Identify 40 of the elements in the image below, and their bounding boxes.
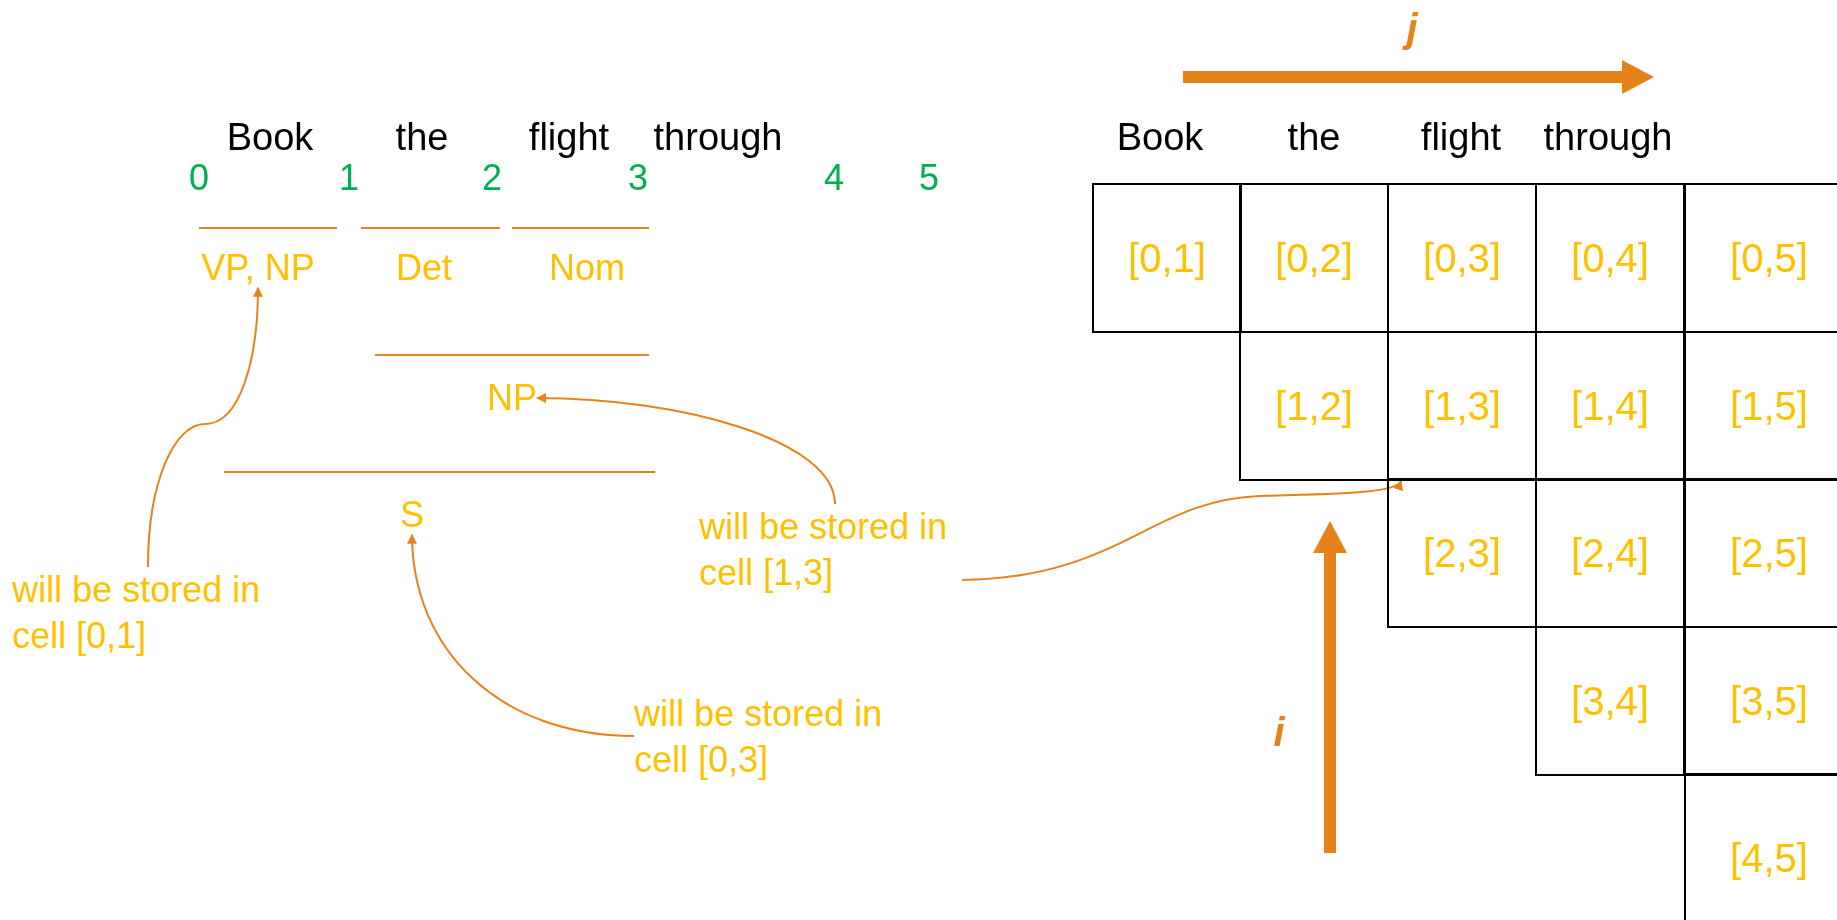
word: the: [1287, 117, 1341, 159]
annotation-text: will be stored in cell [1,3]: [699, 504, 969, 596]
chart-cell: [0,2]: [1239, 183, 1389, 333]
curved-arrow: [536, 393, 836, 505]
chart-cell: [1,2]: [1239, 331, 1389, 481]
position-number: 1: [339, 158, 359, 198]
word: Book: [226, 117, 314, 159]
position-number: 5: [919, 158, 939, 198]
curved-arrow: [147, 286, 263, 568]
chart-cell: [4,5]: [1684, 773, 1837, 920]
word: through: [653, 117, 783, 159]
chart-cell: [0,5]: [1684, 183, 1837, 333]
position-number: 0: [189, 158, 209, 198]
constituent-label: Det: [396, 248, 452, 288]
chart-cell: [3,5]: [1684, 626, 1837, 776]
chart-cell: [2,3]: [1387, 478, 1537, 628]
chart-cell: [1,4]: [1535, 331, 1685, 481]
index-label: i: [1273, 710, 1285, 754]
constituent-label: NP: [487, 378, 537, 418]
chart-cell: [0,1]: [1092, 183, 1242, 333]
constituent-label: Nom: [549, 248, 625, 288]
curved-arrow: [407, 533, 635, 737]
curved-arrow: [961, 480, 1402, 581]
chart-cell: [2,5]: [1684, 478, 1837, 628]
word: flight: [528, 117, 610, 159]
chart-cell: [1,5]: [1684, 331, 1837, 481]
word: Book: [1116, 117, 1204, 159]
word: through: [1543, 117, 1673, 159]
annotation-text: will be stored in cell [0,1]: [12, 567, 282, 659]
chart-cell: [2,4]: [1535, 478, 1685, 628]
chart-cell: [3,4]: [1535, 626, 1685, 776]
position-number: 3: [628, 158, 648, 198]
constituent-label: S: [400, 495, 424, 535]
constituent-label: VP, NP: [201, 248, 315, 288]
chart-cell: [0,4]: [1535, 183, 1685, 333]
position-number: 4: [824, 158, 844, 198]
annotation-text: will be stored in cell [0,3]: [634, 691, 904, 783]
position-number: 2: [482, 158, 502, 198]
word: the: [395, 117, 449, 159]
word: flight: [1420, 117, 1502, 159]
